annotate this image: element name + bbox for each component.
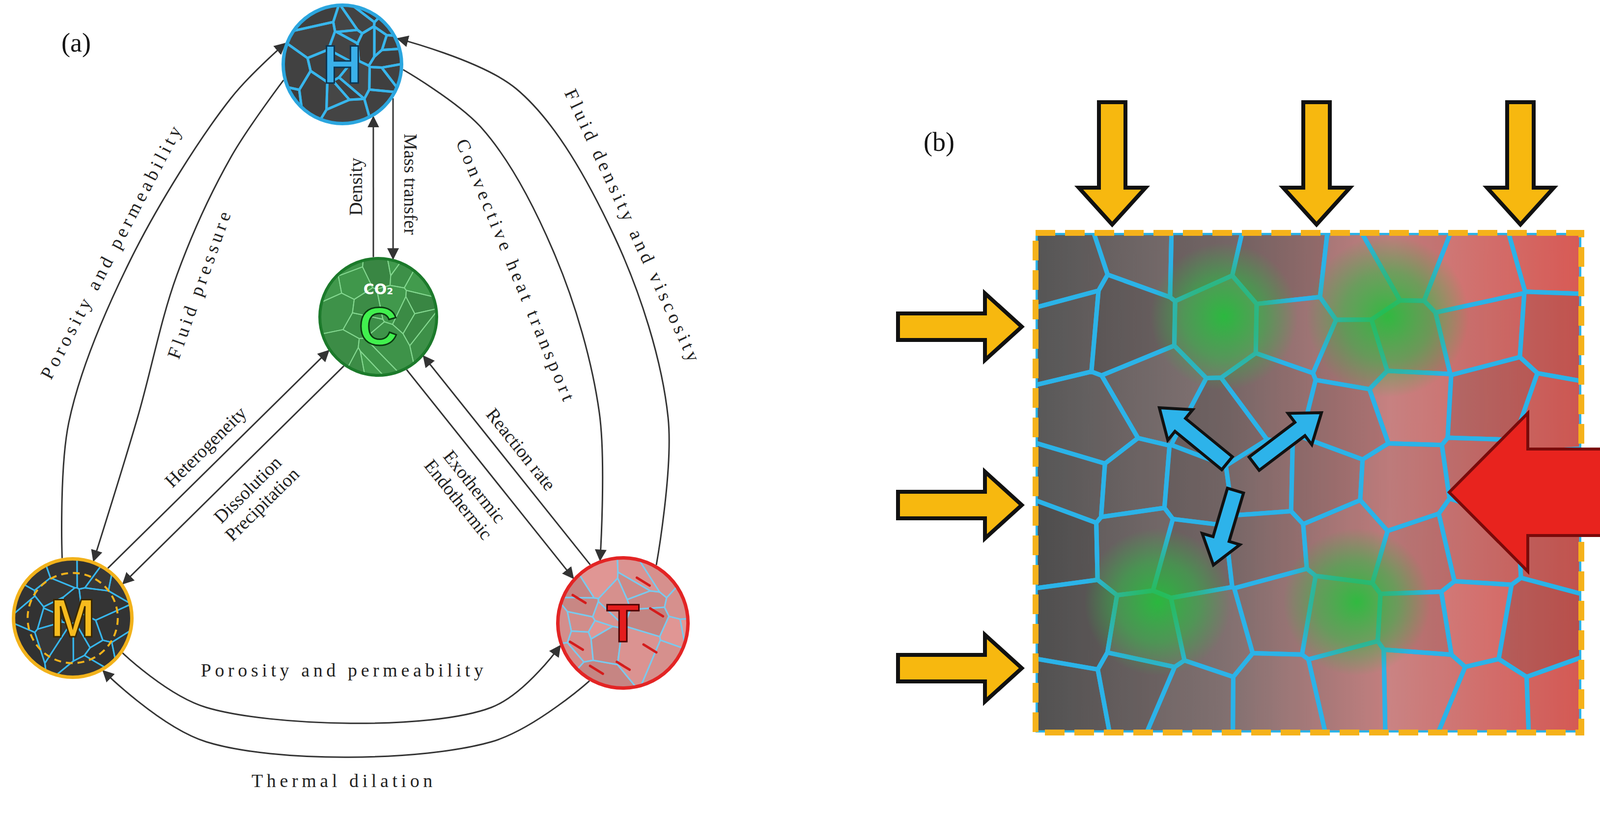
grain-texture [11, 557, 134, 679]
heat-streak [650, 608, 664, 617]
stress-arrow [1487, 102, 1554, 225]
grain-cell [567, 630, 594, 662]
reaction-zone [1283, 528, 1431, 676]
edge-label: Exothermic Endothermic [419, 441, 514, 546]
grain-cell [1438, 658, 1529, 733]
stress-arrow [1283, 102, 1350, 225]
coupling-arrow [397, 38, 670, 566]
reaction-zone [1150, 242, 1298, 391]
grain-cell [1100, 438, 1170, 518]
edge-label-box: Fluid density and viscosity [559, 84, 707, 370]
grain-cell [373, 3, 404, 36]
edge-label: Dissolution Precipitation [205, 447, 306, 547]
heat-streaks [569, 577, 663, 674]
edge-label: Mass transfer [399, 131, 421, 237]
circle-border [558, 558, 689, 689]
edge-label-box: Porosity and permeability [35, 117, 189, 385]
circle-border [13, 559, 133, 678]
edge-label-box: Reaction rate [480, 402, 561, 497]
coupling-arrow [107, 350, 329, 569]
grain-cell [1035, 500, 1098, 589]
field-letter: M [50, 590, 96, 646]
reaction-zone [1306, 235, 1469, 398]
coupling-arrow [122, 645, 561, 724]
stress-arrows [898, 102, 1554, 702]
stress-arrow [898, 293, 1022, 361]
edge-label: Fluid density and viscosity [559, 84, 707, 370]
edge-label-box: Exothermic Endothermic [419, 441, 514, 546]
edge-label-box: Thermal dilation [249, 770, 439, 792]
stress-arrow [898, 634, 1022, 702]
edge-label-box: Dissolution Precipitation [205, 447, 306, 547]
grain-texture [318, 256, 439, 377]
species-label: CO₂ [363, 280, 394, 298]
heat-streak [636, 577, 650, 586]
panel-label: (b) [923, 128, 955, 156]
field-letter: C [358, 299, 398, 354]
edge-label-box: Mass transfer [399, 131, 421, 237]
edge-label: Porosity and permeability [198, 660, 490, 681]
flow-arrows [1159, 407, 1322, 565]
edge-label: Thermal dilation [249, 770, 439, 792]
heat-streak [572, 594, 586, 603]
edge-label-box: Heterogeneity [159, 401, 253, 494]
edge-label-box: Porosity and permeability [198, 660, 490, 681]
grain-cell [1508, 232, 1582, 294]
thermal-circle: T [556, 556, 690, 690]
grain-texture [556, 556, 690, 690]
panel-label: (a) [61, 29, 91, 57]
edge-label: Porosity and permeability [35, 117, 189, 385]
circle-border [283, 5, 402, 124]
grain-cell [105, 557, 134, 568]
edge-label: Reaction rate [480, 402, 561, 497]
circle-border [319, 258, 437, 376]
grain-texture [281, 3, 404, 126]
grain-cell [659, 616, 686, 649]
stress-arrow [1078, 102, 1146, 225]
heat-streak [643, 644, 657, 653]
node-text-holder: H [281, 3, 404, 126]
node-text-holder: T [556, 556, 690, 690]
grain-cell [1526, 657, 1582, 733]
fluid-flow-arrow [1249, 412, 1322, 471]
field-letter: T [606, 595, 640, 650]
coupling-arrow [392, 98, 394, 259]
heat-streak [589, 665, 603, 674]
stress-ring [27, 572, 118, 664]
coupling-arrow [122, 365, 344, 584]
hydraulic-circle: H [281, 3, 404, 126]
coupling-arrow [406, 369, 574, 578]
mechanical-circle: M [11, 557, 134, 679]
field-letter: H [322, 37, 362, 92]
edge-label: Heterogeneity [159, 401, 253, 494]
edge-label: Density [345, 155, 367, 218]
fluid-flow-arrow [1159, 407, 1233, 470]
coupling-arrow [403, 69, 603, 561]
reaction-zones [1084, 235, 1469, 676]
heat-streak [617, 661, 630, 670]
panel-label-box: (b) [923, 128, 955, 156]
heat-streak [569, 641, 583, 650]
coupling-arrow [103, 670, 590, 758]
node-text-holder: M [11, 557, 134, 679]
heat-arrow [1449, 413, 1600, 572]
fluid-flow-arrow [1202, 488, 1244, 565]
node-text-holder: CO₂C [318, 256, 439, 377]
stress-arrow [898, 471, 1022, 539]
grain-cell [617, 572, 650, 600]
chemical-circle: CO₂C [318, 256, 439, 377]
grain-cell [318, 256, 335, 275]
panel-label-box: (a) [61, 29, 91, 57]
grain-cell [656, 648, 690, 690]
coupling-arrow [372, 116, 374, 258]
edge-label-box: Density [345, 155, 367, 218]
